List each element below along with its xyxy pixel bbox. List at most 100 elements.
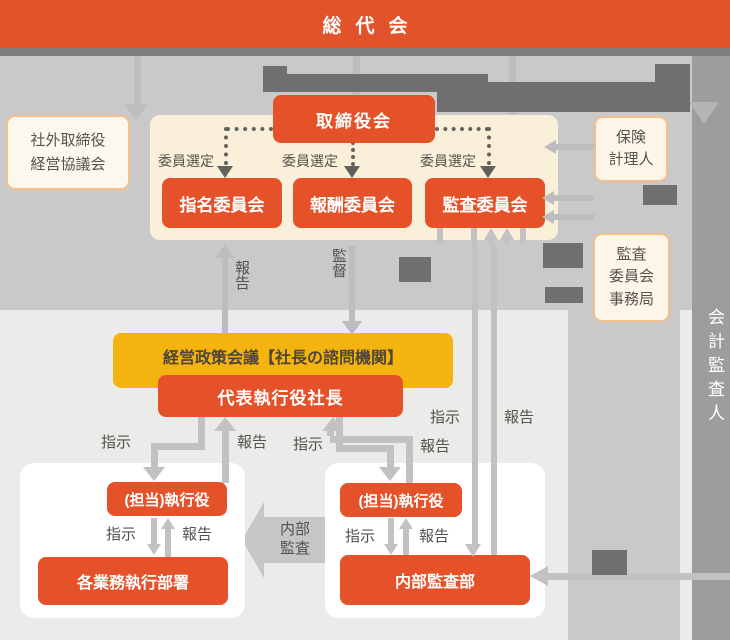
office-line3: 事務局 — [608, 290, 654, 308]
general-meeting-banner: 総代会 — [0, 0, 730, 48]
gray-block — [592, 550, 627, 575]
connector-line — [222, 256, 228, 333]
connector-line — [349, 246, 355, 323]
nomination-committee-label: 指名委員会 — [179, 195, 265, 215]
actuary-line2: 計理人 — [608, 151, 654, 168]
connector-line — [387, 452, 394, 467]
policy-council-label: 経営政策会議【社長の諮問機関】 — [162, 350, 403, 367]
right-executive-officer-label: (担当)執行役 — [358, 492, 444, 510]
arrow-up-icon — [161, 518, 175, 529]
connector-line — [548, 573, 730, 580]
board-of-directors-label: 取締役会 — [316, 111, 392, 131]
arrow-up-icon — [484, 228, 498, 240]
gray-block — [437, 82, 690, 112]
left-executive-officer-label: (担当)執行役 — [124, 491, 210, 509]
committee-selection-label: 委員選定 — [158, 153, 214, 169]
compensation-committee-box: 報酬委員会 — [293, 178, 412, 228]
connector-line — [151, 450, 158, 467]
insurance-actuary-box: 保険 計理人 — [594, 116, 668, 182]
arrow-down-icon — [689, 102, 719, 124]
connector-stub — [520, 228, 526, 243]
president-box: 代表執行役社長 — [158, 375, 403, 417]
general-meeting-label: 総代会 — [322, 15, 422, 37]
connector-line — [491, 243, 497, 555]
business-departments-box: 各業務執行部署 — [38, 557, 228, 605]
audit-committee-office-box: 監査 委員会 事務局 — [593, 233, 670, 322]
arrow-down-icon — [143, 467, 165, 481]
committee-selection-label: 委員選定 — [282, 153, 338, 169]
gray-block — [543, 243, 583, 268]
outside-directors-council-box: 社外取締役 経営協議会 — [6, 115, 130, 190]
president-label: 代表執行役社長 — [217, 388, 344, 408]
office-line2: 委員会 — [608, 268, 654, 286]
arrow-down-icon — [217, 166, 233, 178]
internal-audit-label-line1: 内部 — [279, 521, 310, 538]
connector-line — [406, 436, 413, 483]
arrow-left-icon — [242, 502, 264, 578]
office-line1: 監査 — [616, 245, 647, 263]
internal-audit-dept-box: 内部監査部 — [340, 555, 530, 605]
connector-line — [554, 214, 594, 220]
compensation-committee-label: 報酬委員会 — [310, 195, 395, 215]
connector-line — [165, 528, 171, 557]
actuary-line1: 保険 — [615, 128, 646, 146]
connector-line — [134, 56, 141, 106]
dotted-connector — [435, 127, 489, 131]
internal-audit-arrow-label: 内部 監査 — [268, 520, 322, 558]
arrow-down-icon — [124, 104, 148, 120]
arrow-down-icon — [147, 544, 161, 555]
connector-line — [556, 144, 594, 150]
committee-selection-label: 委員選定 — [420, 153, 476, 169]
connector-line — [330, 436, 413, 443]
arrow-left-icon — [542, 191, 554, 205]
supervision-vertical-label: 監督 — [330, 248, 347, 278]
dark-strip — [0, 48, 730, 56]
arrow-down-icon — [379, 467, 401, 481]
arrow-up-icon — [399, 518, 413, 529]
arrow-up-icon — [322, 417, 344, 431]
left-executive-officer-box: (担当)執行役 — [107, 482, 227, 516]
connector-line — [327, 431, 334, 436]
middle-gray-column — [568, 310, 680, 640]
instruction-label: 指示 — [101, 434, 132, 451]
arrow-up-icon — [215, 244, 235, 258]
connector-line — [554, 195, 594, 201]
connector-line — [472, 243, 478, 546]
accounting-auditor-column: 会計監査人 — [692, 56, 730, 640]
connector-stub — [504, 238, 510, 244]
gray-block — [275, 74, 488, 92]
connector-stub — [488, 238, 494, 244]
arrow-down-icon — [342, 321, 362, 335]
nomination-committee-box: 指名委員会 — [162, 178, 282, 228]
internal-audit-label-line2: 監査 — [279, 540, 310, 557]
accounting-auditor-label: 会計監査人 — [705, 308, 724, 428]
connector-line — [403, 528, 409, 555]
instruction-label: 指示 — [293, 436, 324, 453]
report-label: 報告 — [504, 409, 535, 426]
arrow-up-icon — [500, 228, 514, 240]
internal-audit-dept-label: 内部監査部 — [394, 574, 475, 591]
arrow-left-icon — [544, 140, 556, 154]
gray-block — [545, 287, 583, 303]
dotted-connector — [351, 141, 355, 166]
connector-stub — [437, 228, 443, 243]
right-executive-officer-box: (担当)執行役 — [340, 483, 462, 517]
dotted-connector — [224, 127, 228, 165]
dotted-connector — [487, 127, 491, 165]
instruction-label: 指示 — [106, 526, 137, 543]
report-label: 報告 — [237, 434, 268, 451]
connector-line — [151, 443, 205, 450]
connector-line — [198, 417, 205, 450]
audit-committee-label: 監査委員会 — [442, 195, 528, 215]
audit-committee-box: 監査委員会 — [425, 178, 545, 228]
report-label: 報告 — [420, 438, 451, 455]
arrow-down-icon — [384, 544, 398, 555]
connector-line — [222, 431, 229, 483]
connector-line — [388, 518, 394, 546]
connector-line — [336, 445, 394, 452]
outside-directors-line1: 社外取締役 — [30, 132, 106, 150]
report-label: 報告 — [419, 528, 450, 545]
gray-block — [655, 64, 690, 84]
connector-line — [151, 518, 157, 546]
